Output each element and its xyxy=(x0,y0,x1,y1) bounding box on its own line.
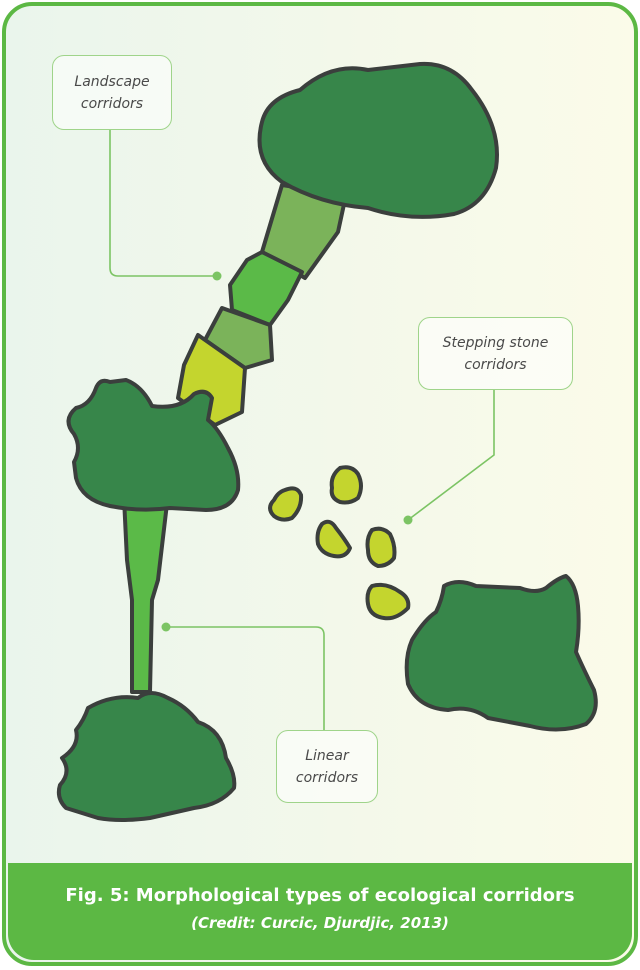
stepping-stone-corridors-label: Stepping stone corridors xyxy=(418,317,573,390)
figure-caption: Fig. 5: Morphological types of ecologica… xyxy=(8,863,632,960)
leader-dot-linear xyxy=(162,623,171,632)
label-line: corridors xyxy=(296,767,358,789)
linear-corridors-label: Linear corridors xyxy=(276,730,378,803)
label-line: Stepping stone xyxy=(443,332,549,354)
label-line: corridors xyxy=(81,93,143,115)
caption-title: Fig. 5: Morphological types of ecologica… xyxy=(8,883,632,909)
leader-dot-stepping xyxy=(404,516,413,525)
leader-dot-landscape xyxy=(213,272,222,281)
caption-credit: (Credit: Curcic, Djurdjic, 2013) xyxy=(8,911,632,935)
label-line: Landscape xyxy=(74,71,149,93)
label-line: corridors xyxy=(464,354,526,376)
stepping-stone xyxy=(332,467,361,502)
landscape-corridors-label: Landscape corridors xyxy=(52,55,172,130)
label-line: Linear xyxy=(305,745,349,767)
stepping-stone xyxy=(368,529,395,566)
